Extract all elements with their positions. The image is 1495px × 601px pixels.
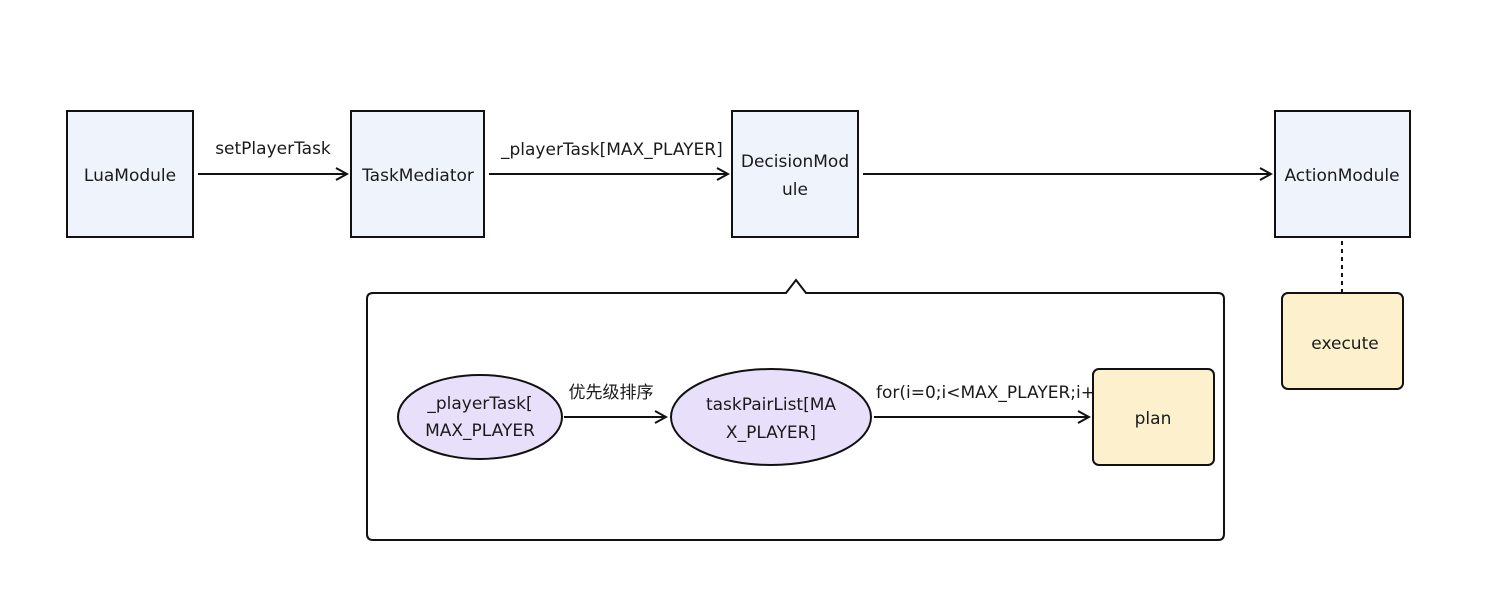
edge-priority-sort-label: 优先级排序	[569, 383, 654, 403]
action-module-label: ActionModule	[1284, 166, 1399, 186]
edge-priority-sort: 优先级排序	[564, 383, 666, 417]
decision-module-label-line1: DecisionMod	[741, 152, 849, 172]
task-pair-list-label-line2: X_PLAYER]	[726, 423, 816, 443]
task-pair-list-node[interactable]: taskPairList[MA X_PLAYER]	[670, 368, 872, 466]
task-mediator-label: TaskMediator	[361, 166, 474, 186]
player-task-array-label-line1: _playerTask[	[426, 394, 532, 414]
player-task-array-node[interactable]: _playerTask[ MAX_PLAYER	[397, 374, 563, 460]
lua-module-label: LuaModule	[84, 166, 176, 186]
decision-module-label-line2: ule	[782, 180, 808, 200]
edge-set-player-task-label: setPlayerTask	[215, 139, 331, 159]
plan-node[interactable]: plan	[1092, 368, 1215, 466]
edge-set-player-task: setPlayerTask	[198, 139, 347, 174]
edge-for-loop-label: for(i=0;i<MAX_PLAYER;i++)	[876, 383, 1116, 403]
task-mediator-node[interactable]: TaskMediator	[350, 110, 485, 238]
decision-module-node[interactable]: DecisionMod ule	[731, 110, 859, 238]
player-task-array-label-line2: MAX_PLAYER	[425, 421, 535, 441]
execute-label: execute	[1311, 334, 1378, 354]
execute-node[interactable]: execute	[1281, 292, 1404, 390]
edge-player-task-max-label: _playerTask[MAX_PLAYER]	[500, 140, 723, 160]
edge-for-loop: for(i=0;i<MAX_PLAYER;i++)	[874, 383, 1116, 417]
action-module-node[interactable]: ActionModule	[1274, 110, 1411, 238]
edge-player-task-max: _playerTask[MAX_PLAYER]	[489, 140, 728, 174]
task-pair-list-label-line1: taskPairList[MA	[706, 395, 836, 415]
lua-module-node[interactable]: LuaModule	[66, 110, 194, 238]
plan-label: plan	[1135, 409, 1172, 429]
